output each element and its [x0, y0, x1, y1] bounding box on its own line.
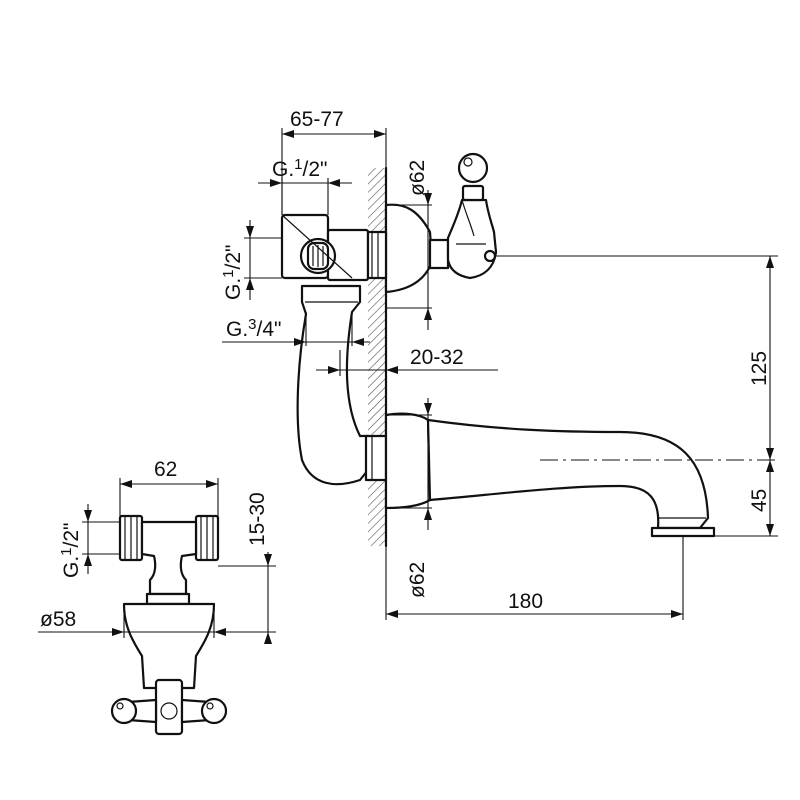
spout-height-label: 125: [748, 351, 771, 386]
wall-range-label: 20-32: [410, 346, 464, 369]
top-width-label: 65-77: [290, 108, 344, 131]
dimension-inlet-thread-top: G.1/2": [258, 156, 352, 215]
dimension-bottom-diameter: ø58: [38, 604, 244, 638]
dimension-inlet-thread-side: G.1/2": [220, 220, 282, 300]
wall-section: [368, 166, 388, 548]
faucet-side-view: [280, 152, 775, 538]
dimension-spout-height: 125: [496, 255, 778, 460]
outlet-thread-label: G.3/4": [226, 316, 282, 341]
inlet-thread-top-label: G.1/2": [272, 156, 328, 181]
dimension-bottom-thread: G.1/2": [58, 504, 120, 578]
spout-length-label: 180: [508, 590, 543, 613]
dimension-rosette-bottom: ø62: [386, 398, 432, 598]
dimension-rosette-top: ø62: [386, 160, 432, 330]
dimension-bottom-depth: 15-30: [214, 492, 276, 644]
faucet-front-view: [110, 514, 228, 736]
bottom-width-label: 62: [154, 458, 177, 481]
dimension-wall-range: 20-32: [316, 346, 498, 376]
dimension-spout-drop: 45: [714, 460, 778, 537]
rosette-bottom-label: ø62: [406, 562, 429, 598]
dimension-spout-length: 180: [385, 536, 684, 620]
dimension-top-width: 65-77: [281, 108, 387, 215]
rosette-top-label: ø62: [406, 160, 429, 196]
dimension-outlet-thread: G.3/4": [222, 312, 370, 346]
spout-drop-label: 45: [748, 489, 771, 512]
bottom-depth-label: 15-30: [246, 492, 269, 546]
bottom-thread-label: G.1/2": [58, 522, 83, 578]
bottom-diameter-label: ø58: [40, 608, 76, 631]
inlet-thread-side-label: G.1/2": [220, 244, 245, 300]
dimension-bottom-width: 62: [119, 458, 219, 516]
